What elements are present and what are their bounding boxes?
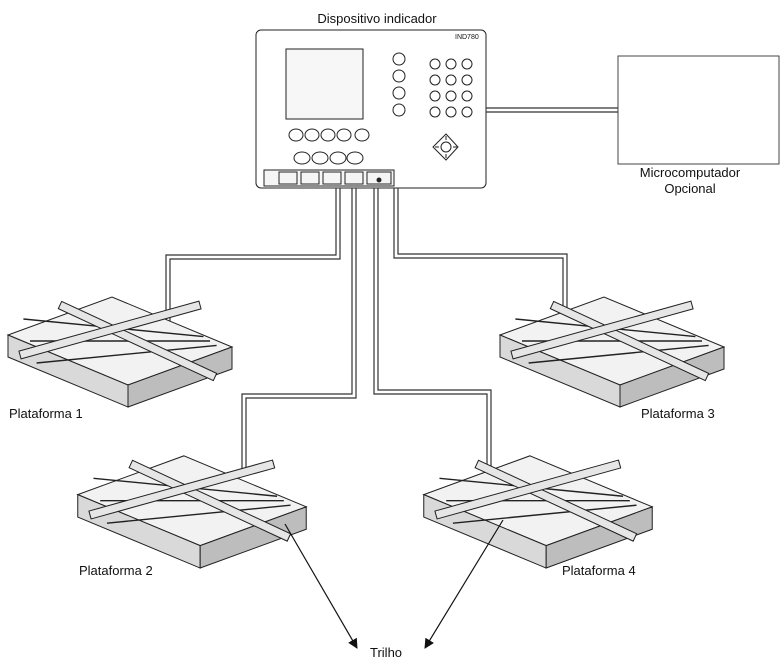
cable-to-platform-3 <box>393 188 568 312</box>
platform-3-label: Plataforma 3 <box>641 406 715 421</box>
cable-to-platform-1 <box>165 188 341 322</box>
cables <box>165 107 618 472</box>
platform-4-label: Plataforma 4 <box>562 563 636 578</box>
platform-1-label: Plataforma 1 <box>9 406 83 421</box>
computer-box <box>617 55 780 165</box>
computer-label-line2: Opcional <box>664 181 716 196</box>
rail-arrow-right <box>424 519 504 649</box>
device-numeric-keypad <box>429 58 473 118</box>
platform-2-label: Plataforma 2 <box>79 563 153 578</box>
device-softkeys <box>288 128 370 142</box>
device-nav-pad <box>432 133 459 161</box>
platform-4 <box>422 455 654 569</box>
device-display <box>285 48 364 120</box>
platform-3 <box>498 296 726 408</box>
device-label: Dispositivo indicador <box>317 11 437 26</box>
indicator-device <box>255 29 487 189</box>
cable-to-computer <box>486 107 618 113</box>
device-function-keys <box>392 52 406 117</box>
platform-1 <box>6 296 234 408</box>
device-model-label: IND780 <box>455 34 479 41</box>
cable-to-platform-4 <box>373 188 492 469</box>
rail-label: Trilho <box>370 645 403 660</box>
device-app-keys <box>293 151 364 165</box>
rail-arrows <box>284 519 504 649</box>
computer-label-line1: Microcomputador <box>639 165 741 180</box>
platform-2 <box>76 455 308 569</box>
device-connector-ports <box>263 169 395 187</box>
rail-arrow-left <box>284 523 358 649</box>
cable-to-platform-2 <box>241 188 357 472</box>
